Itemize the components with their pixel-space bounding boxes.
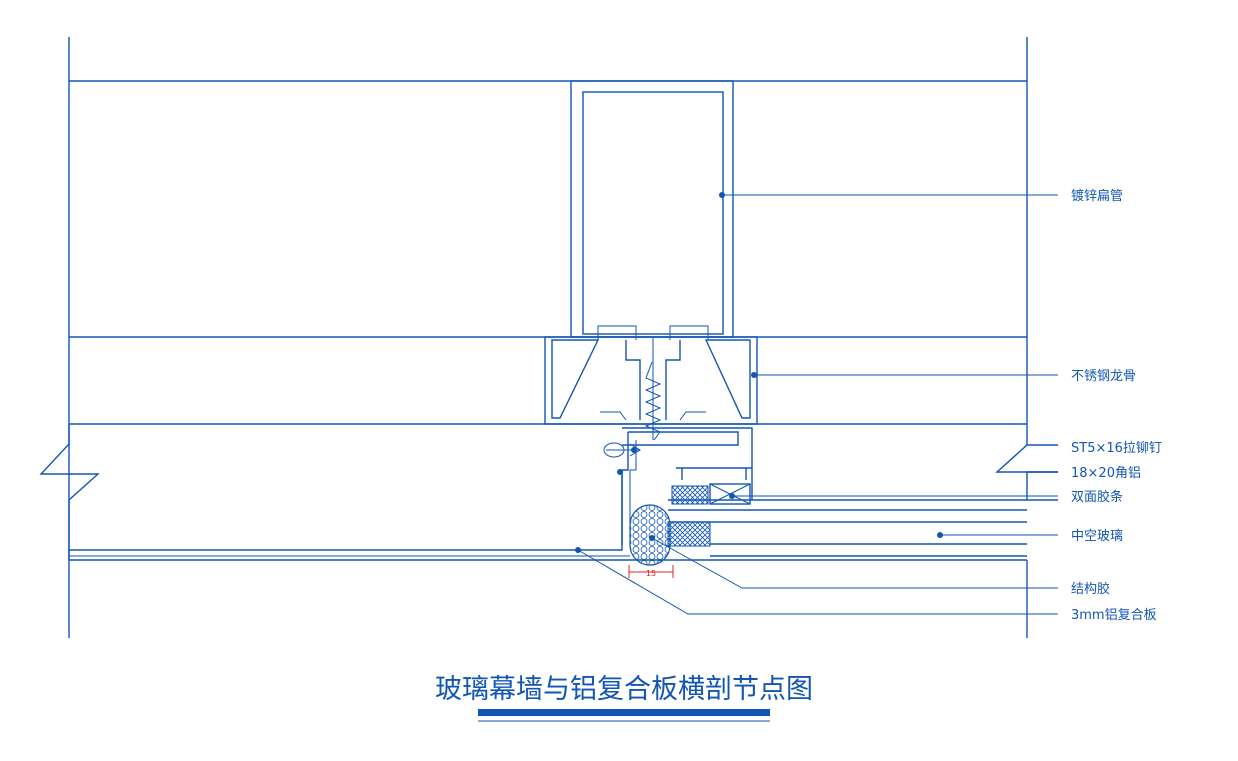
label-double-tape: 双面胶条 — [1071, 489, 1123, 505]
title-bar — [478, 709, 770, 716]
leader-lines — [575, 192, 1058, 615]
galvanized-tube — [570, 80, 734, 338]
screw — [644, 338, 662, 441]
leader-dot — [649, 535, 655, 541]
label-rivet: ST5×16拉铆钉 — [1071, 441, 1162, 456]
leader-dot — [631, 447, 637, 453]
label-aluminum-panel: 3mm铝复合板 — [1071, 608, 1157, 623]
label-angle-aluminum: 18×20角铝 — [1071, 466, 1141, 481]
dimension-label: 15 — [646, 569, 656, 578]
leader-dot — [751, 372, 757, 378]
structural-sealant — [629, 504, 671, 566]
title-block: 玻璃幕墙与铝复合板横剖节点图 — [435, 674, 813, 722]
aluminum-panel — [69, 470, 630, 557]
leader-dot — [937, 532, 943, 538]
leader-dot — [729, 493, 735, 499]
leader-dot — [617, 469, 623, 475]
steel-keel — [544, 325, 758, 425]
leader-dot — [575, 547, 581, 553]
label-insulated-glass: 中空玻璃 — [1071, 529, 1123, 544]
double-sided-tape — [671, 483, 751, 505]
drawing-title: 玻璃幕墙与铝复合板横剖节点图 — [435, 674, 813, 705]
label-galvanized-tube: 镀锌扁管 — [1071, 188, 1123, 204]
break-lines — [39, 424, 1058, 560]
glazing-frame — [621, 427, 1027, 548]
dimension-15: 15 — [628, 565, 674, 578]
labels: 镀锌扁管 不锈钢龙骨 ST5×16拉铆钉 18×20角铝 双面胶条 中空玻璃 结… — [1071, 188, 1162, 623]
leader-dot — [719, 192, 725, 198]
label-structural-sealant: 结构胶 — [1071, 581, 1110, 597]
label-steel-keel: 不锈钢龙骨 — [1071, 369, 1136, 384]
insulated-glass — [667, 509, 1027, 557]
